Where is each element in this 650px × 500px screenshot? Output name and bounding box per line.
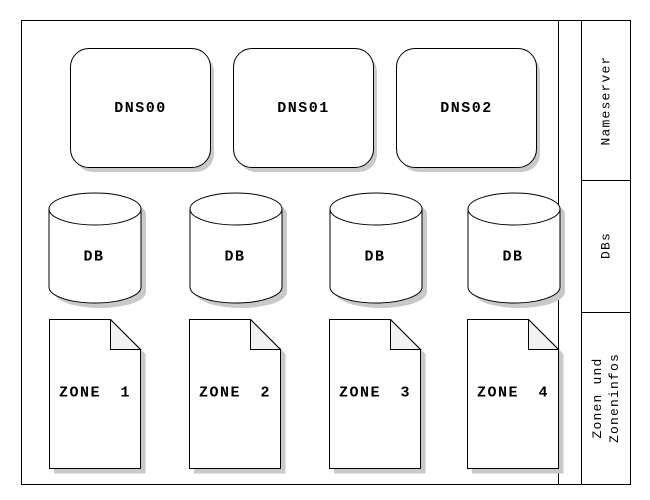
db-label: DB <box>224 248 246 266</box>
zone-document: ZONE 2 <box>189 319 287 475</box>
zone-label: ZONE 2 <box>198 384 271 402</box>
zone-document: ZONE 3 <box>329 319 427 475</box>
dns-node-label: DNS02 <box>440 99 493 117</box>
zone-document: ZONE 1 <box>49 319 147 475</box>
dns-node: DNS01 <box>233 48 374 168</box>
lane-divider-nameserver-dbs <box>581 180 631 181</box>
db-label: DB <box>364 248 386 266</box>
document-icon <box>49 319 146 474</box>
db-cylinder: DB <box>467 192 565 310</box>
db-label: DB <box>83 248 105 266</box>
db-label: DB <box>502 248 524 266</box>
database-cylinder-icon <box>48 192 146 308</box>
document-icon <box>189 319 286 474</box>
lane-label-text-line2: Zoneninfos <box>607 353 622 444</box>
zone-document: ZONE 4 <box>467 319 565 475</box>
db-cylinder: DB <box>189 192 287 310</box>
database-cylinder-icon <box>467 192 565 308</box>
diagram-frame <box>21 20 631 485</box>
dns-node-label: DNS01 <box>277 99 330 117</box>
lane-label-text-line1: Zonen und <box>590 357 605 439</box>
database-cylinder-icon <box>189 192 287 308</box>
dns-node: DNS02 <box>396 48 537 168</box>
document-icon <box>467 319 564 474</box>
lane-column-left-border <box>581 20 582 485</box>
lane-label-dbs: DBs <box>598 161 615 331</box>
lane-label-text: DBs <box>598 232 614 260</box>
zone-label: ZONE 4 <box>476 384 549 402</box>
database-cylinder-icon <box>329 192 427 308</box>
lane-label-text: Nameserver <box>598 55 614 146</box>
dns-node: DNS00 <box>70 48 211 168</box>
dns-node-label: DNS00 <box>114 99 167 117</box>
db-cylinder: DB <box>48 192 146 310</box>
lane-divider-dbs-zones <box>581 312 631 313</box>
lane-label-zones: Zonen und Zoneninfos <box>589 313 623 483</box>
db-cylinder: DB <box>329 192 427 310</box>
zone-label: ZONE 3 <box>338 384 411 402</box>
document-icon <box>329 319 426 474</box>
zone-label: ZONE 1 <box>58 384 131 402</box>
